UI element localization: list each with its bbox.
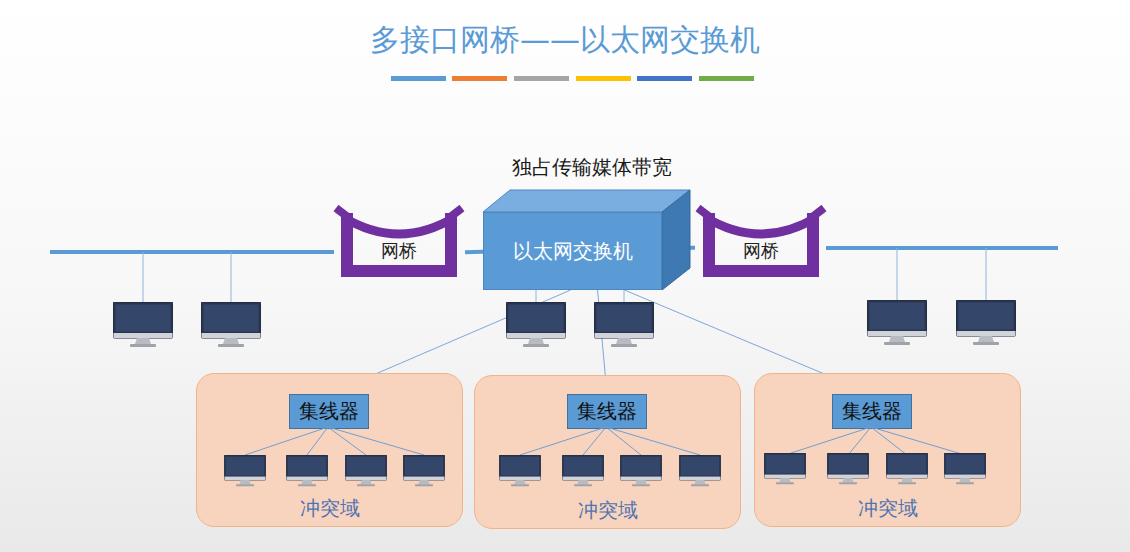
domain-label: 冲突域 — [755, 495, 1020, 521]
hub-node: 集线器 — [289, 394, 369, 429]
drop-line — [536, 290, 537, 303]
domain-node: 冲突域集线器 — [474, 375, 741, 529]
drop-line — [897, 248, 898, 301]
computer-icon — [506, 302, 566, 347]
switch-side-face — [662, 190, 690, 290]
hub-label: 集线器 — [577, 398, 637, 425]
bridge-node: 网桥 — [333, 205, 465, 280]
bridge-label: 网桥 — [333, 239, 465, 263]
switch-label: 以太网交换机 — [513, 238, 633, 265]
annotation-label: 独占传输媒体带宽 — [512, 154, 672, 181]
hub-node: 集线器 — [832, 394, 912, 429]
computer-icon — [956, 300, 1016, 345]
switch-top-face — [483, 190, 690, 212]
color-bar — [514, 76, 569, 81]
domain-node: 冲突域 集线器 — [754, 373, 1021, 527]
hub-node: 集线器 — [567, 394, 647, 429]
drop-line — [624, 290, 625, 303]
bus-line — [826, 246, 1058, 250]
domain-label: 冲突域 — [197, 495, 462, 521]
network-link — [465, 250, 483, 254]
computer-icon — [113, 302, 173, 347]
color-bar — [699, 76, 754, 81]
computer-icon — [867, 300, 927, 345]
color-bar — [452, 76, 507, 81]
domain-node: 冲突域集线器 — [196, 373, 463, 527]
drop-line — [986, 248, 987, 301]
color-bar — [391, 76, 446, 81]
bridge-node: 网桥 — [695, 205, 827, 280]
computer-icon — [594, 302, 654, 347]
bus-line — [50, 250, 334, 254]
computer-icon — [201, 302, 261, 347]
bridge-label: 网桥 — [695, 239, 827, 263]
hub-label: 集线器 — [842, 398, 902, 425]
hub-label: 集线器 — [299, 398, 359, 425]
switch-node: 以太网交换机 — [483, 212, 662, 290]
slide-title: 多接口网桥——以太网交换机 — [0, 20, 1130, 61]
drop-line — [231, 252, 232, 303]
color-bar — [576, 76, 631, 81]
domain-label: 冲突域 — [475, 497, 740, 523]
color-bars — [391, 76, 754, 81]
drop-line — [143, 252, 144, 303]
color-bar — [637, 76, 692, 81]
